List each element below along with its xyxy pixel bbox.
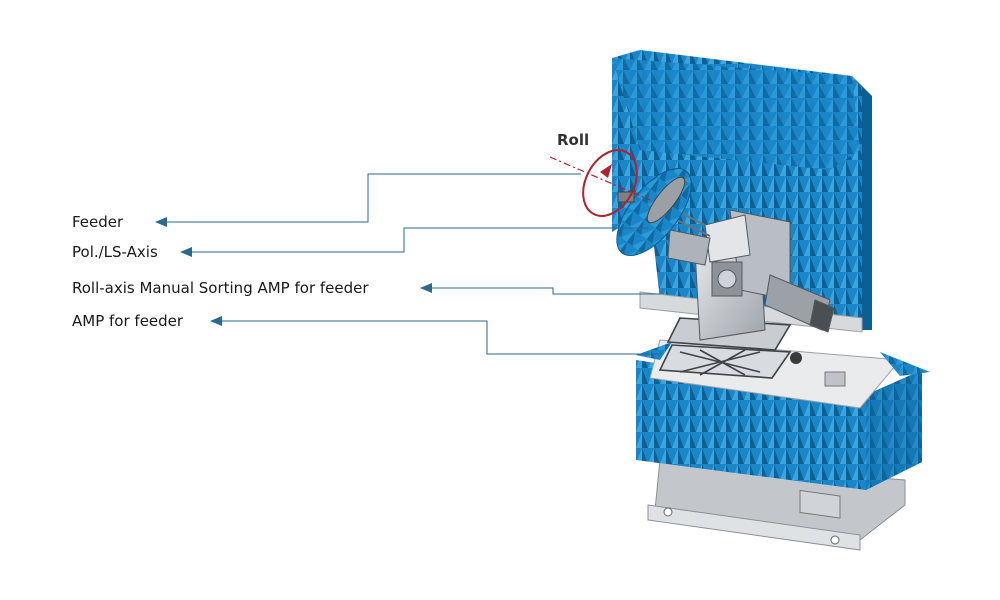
roll-axis-callout-line bbox=[430, 287, 660, 295]
feeder-arrowhead bbox=[155, 217, 167, 227]
amp-feeder-callout-line bbox=[220, 320, 662, 355]
pol-ls-axis-callout-line bbox=[190, 227, 648, 253]
roll-axis-manual-label: Roll-axis Manual Sorting AMP for feeder bbox=[72, 279, 369, 297]
feeder-callout-line bbox=[165, 173, 581, 223]
positioner-gimbal bbox=[649, 199, 835, 341]
amp-feeder-arrowhead bbox=[210, 316, 222, 326]
pol-ls-axis-label: Pol./LS-Axis bbox=[72, 243, 158, 261]
amp-feeder-label: AMP for feeder bbox=[72, 312, 184, 330]
callout-arrows bbox=[165, 173, 662, 355]
roll-label: Roll bbox=[557, 131, 590, 149]
feeder-disc bbox=[616, 167, 692, 257]
roll-axis-arrowhead bbox=[420, 283, 432, 293]
feeder-label: Feeder bbox=[72, 213, 124, 231]
pol-ls-axis-arrowhead bbox=[180, 247, 192, 257]
callout-arrowheads bbox=[155, 217, 432, 326]
roll-axis-indicator bbox=[549, 149, 651, 217]
